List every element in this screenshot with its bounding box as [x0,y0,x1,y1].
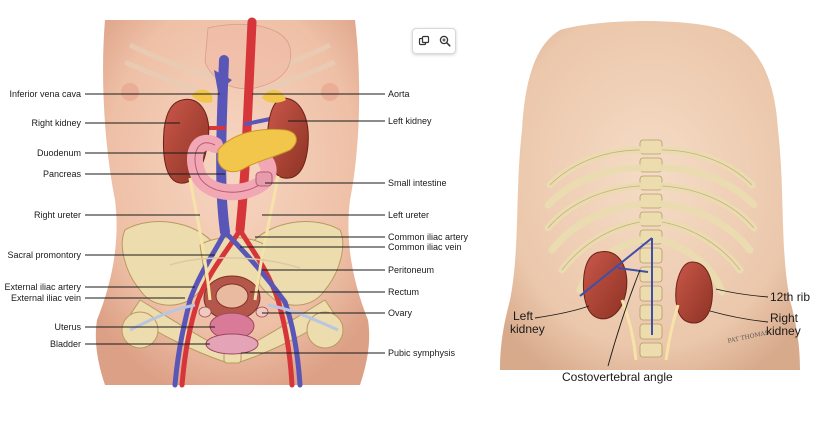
label-peritoneum: Peritoneum [388,265,434,275]
right-common-iliac-vein [172,229,228,388]
label-common-iliac-vein: Common iliac vein [388,242,462,252]
right-ureter [188,177,212,301]
right-ovary [198,306,212,318]
label-aorta: Aorta [388,89,410,99]
right-leader-lines [534,269,769,367]
ureters [188,175,280,301]
right-femoral-head [121,311,159,349]
label-pancreas: Pancreas [43,169,82,179]
label-external-iliac-artery: External iliac artery [4,282,81,292]
label-inferior-vena-cava: Inferior vena cava [9,89,81,99]
left-adrenal [262,90,286,103]
label-left-ureter: Left ureter [388,210,429,220]
label-pubic-symphysis: Pubic symphysis [388,348,456,358]
pancreas [217,128,297,173]
copy-icon[interactable] [416,33,432,49]
right-labels: Left kidney 12th rib Right kidney Costov… [510,290,810,384]
label-right-kidney: Right kidney [31,118,81,128]
right-ureter-back [664,304,680,361]
peritoneum [169,257,301,269]
posterior-torso: PAT THOMAS [500,21,800,370]
label-left-kidney-back: Left kidney [510,309,545,336]
left-ovary [255,306,269,318]
label-sacral-promontory: Sacral promontory [7,250,81,260]
left-ureter [253,175,280,301]
ivc-top [214,70,232,92]
right-adrenal [192,89,213,103]
left-leader-lines [85,93,385,354]
costovertebral-angle-lines [579,237,653,335]
label-right-kidney-back-line2: kidney [766,324,801,338]
label-right-ureter: Right ureter [34,210,81,220]
image-toolbar [412,28,456,54]
small-intestine [255,171,273,187]
right-common-iliac-artery [179,227,243,388]
label-left-kidney: Left kidney [388,116,432,126]
back-ribs-outline [547,149,755,271]
label-bladder: Bladder [50,339,81,349]
label-right-kidney-back: Right kidney [766,311,801,338]
label-external-iliac-vein: External iliac vein [11,293,81,303]
label-ovary: Ovary [388,308,413,318]
label-twelfth-rib: 12th rib [770,290,810,304]
label-uterus: Uterus [54,322,81,332]
label-right-kidney-back-line1: Right [770,311,799,325]
bladder [205,333,259,355]
right-nipple [121,83,139,101]
label-duodenum: Duodenum [37,148,81,158]
rectum-lumen [215,283,249,309]
label-left-kidney-back-line2: kidney [510,322,545,336]
left-round-ligament [267,303,339,332]
duodenum-edge [194,142,263,193]
anterior-torso [95,17,370,388]
label-left-kidney-back-line1: Left [513,309,534,323]
back-right-kidney [675,261,713,324]
left-labels: Inferior vena cava Right kidney Duodenum… [4,89,468,358]
label-costovertebral-angle: Costovertebral angle [562,370,673,384]
left-nipple [321,83,339,101]
left-common-iliac-vein [222,229,303,388]
left-ureter-back [620,299,638,361]
label-common-iliac-artery: Common iliac artery [388,232,469,242]
label-small-intestine: Small intestine [388,178,447,188]
back-left-kidney [582,251,628,320]
zoom-in-icon[interactable] [437,33,453,49]
left-common-iliac-artery [237,227,295,388]
label-rectum: Rectum [388,287,419,297]
